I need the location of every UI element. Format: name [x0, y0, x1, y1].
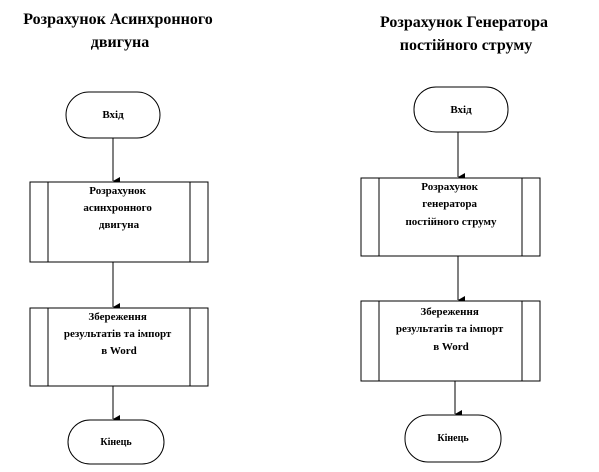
right-title-line-2: постійного струму [400, 37, 532, 54]
left-save-process [29, 307, 209, 387]
right-save-process [360, 300, 541, 382]
right-calc-line-1: Розрахунок [421, 181, 478, 193]
right-save-label: Збереження результатів та імпорт в Word [396, 306, 506, 353]
left-start-label: Вхід [102, 109, 124, 121]
right-save-line-1: Збереження [420, 306, 478, 318]
right-calc-line-2: генератора [422, 198, 477, 210]
left-end-terminator [67, 419, 165, 465]
right-end-label: Кінець [437, 433, 469, 444]
left-calc-process [29, 181, 209, 263]
left-save-line-2: результатів та імпорт [64, 328, 172, 340]
right-save-line-3: в Word [433, 341, 469, 353]
right-start-label: Вхід [450, 104, 472, 116]
right-end-terminator [404, 414, 502, 463]
left-save-line-3: в Word [101, 345, 137, 357]
left-flowchart: Розрахунок Асинхронного двигуна Вхід Роз… [23, 11, 216, 465]
right-flowchart: Розрахунок Генератора постійного струму … [360, 14, 552, 463]
right-title: Розрахунок Генератора постійного струму [380, 14, 552, 54]
right-calc-label: Розрахунок генератора постійного струму [405, 181, 497, 228]
left-title-line-1: Розрахунок Асинхронного [23, 11, 212, 28]
left-title: Розрахунок Асинхронного двигуна [23, 11, 216, 51]
left-save-label: Збереження результатів та імпорт в Word [64, 311, 174, 357]
left-title-line-2: двигуна [91, 34, 149, 51]
right-title-line-1: Розрахунок Генератора [380, 14, 548, 31]
left-calc-line-3: двигуна [99, 219, 140, 231]
left-save-line-1: Збереження [88, 311, 146, 323]
left-end-label: Кінець [100, 437, 132, 448]
right-calc-line-3: постійного струму [405, 216, 497, 228]
right-start-terminator [413, 86, 509, 133]
right-calc-process [360, 177, 541, 257]
left-calc-line-1: Розрахунок [89, 185, 146, 197]
left-calc-line-2: асинхронного [83, 202, 152, 214]
right-save-line-2: результатів та імпорт [396, 323, 504, 335]
left-calc-label: Розрахунок асинхронного двигуна [83, 185, 154, 231]
